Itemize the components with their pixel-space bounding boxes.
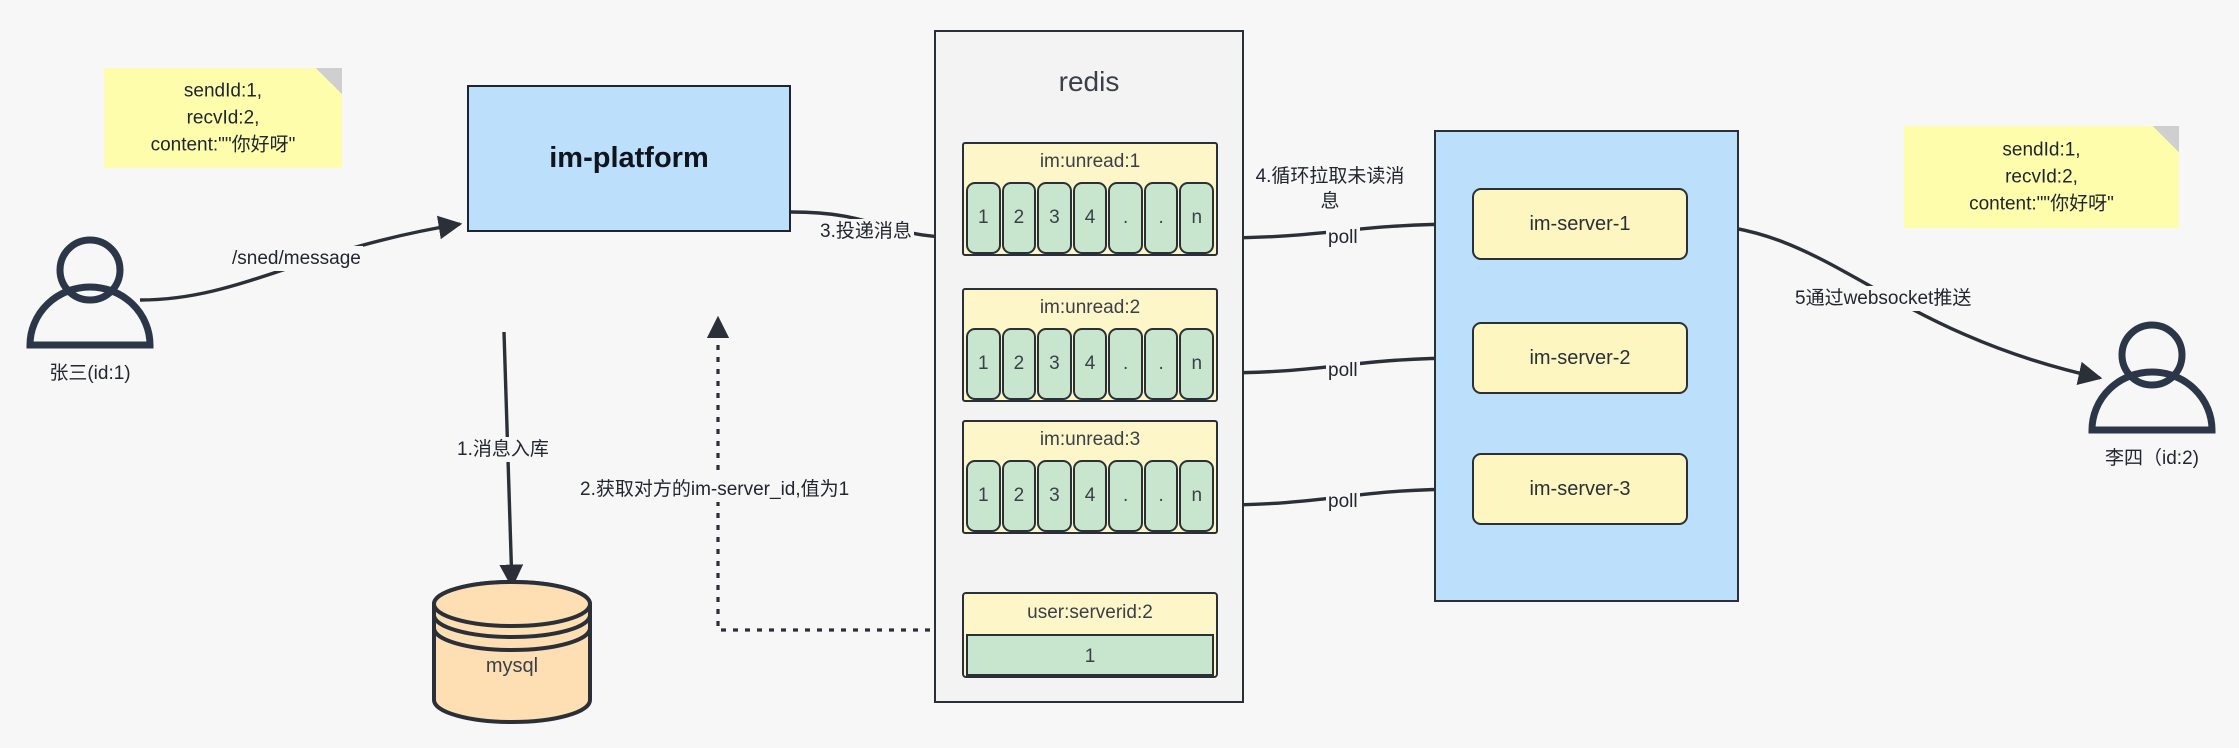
im-platform-box[interactable]: im-platform [467, 85, 791, 232]
edge-label-step3: 3.投递消息 [818, 219, 914, 244]
im-server-3-label: im-server-3 [1529, 477, 1631, 500]
list-cell: . [1143, 460, 1179, 532]
sticky-fold-icon [2153, 126, 2179, 152]
redis-list-im-unread-3[interactable]: im:unread:3 1 2 3 4 . . n [962, 420, 1218, 534]
list-cell: 4 [1072, 328, 1108, 400]
sticky-fold-icon [316, 68, 342, 94]
redis-list-key: im:unread:1 [1039, 151, 1141, 172]
redis-list-key: im:unread:2 [1039, 297, 1141, 318]
list-cell: . [1108, 460, 1143, 532]
user-head-icon [56, 236, 124, 304]
list-cell: 1 [966, 182, 1001, 254]
list-cell: n [1179, 328, 1215, 400]
redis-kv-value: 1 [966, 634, 1214, 676]
list-cell: 4 [1072, 460, 1108, 532]
edge-label-step1: 1.消息入库 [455, 437, 551, 462]
sticky-note-left: sendId:1, recvId:2, content:""你好呀" [104, 68, 342, 168]
redis-list-im-unread-1[interactable]: im:unread:1 1 2 3 4 . . n [962, 142, 1218, 256]
list-cell: 3 [1037, 460, 1072, 532]
list-cell: n [1179, 460, 1215, 532]
im-platform-label: im-platform [549, 142, 709, 174]
sticky-note-left-text: sendId:1, recvId:2, content:""你好呀" [150, 80, 296, 156]
redis-list-key: im:unread:3 [1039, 429, 1141, 450]
redis-kv-user-serverid[interactable]: user:serverid:2 1 [962, 592, 1218, 678]
list-cell: . [1143, 182, 1179, 254]
sender-label: 张三(id:1) [49, 363, 131, 384]
redis-title: redis [1058, 66, 1120, 97]
edge-label-poll-1: poll [1326, 225, 1360, 250]
edge-label-step5: 5通过websocket推送 [1793, 286, 1974, 311]
list-cell: . [1108, 328, 1143, 400]
mysql-label: mysql [485, 655, 539, 677]
im-server-2-box[interactable]: im-server-2 [1472, 322, 1688, 394]
redis-list-im-unread-2[interactable]: im:unread:2 1 2 3 4 . . n [962, 288, 1218, 402]
list-cell: 2 [1001, 328, 1037, 400]
im-server-3-box[interactable]: im-server-3 [1472, 453, 1688, 525]
im-server-1-label: im-server-1 [1529, 212, 1631, 235]
edge-label-step4: 4.循环拉取未读消息 [1253, 164, 1407, 214]
list-cell: . [1143, 328, 1179, 400]
edge-label-poll-3: poll [1326, 489, 1360, 514]
list-cell: 3 [1037, 328, 1072, 400]
list-cell: 2 [1001, 460, 1037, 532]
receiver-label: 李四（id:2) [2105, 448, 2199, 469]
edge-label-step2: 2.获取对方的im-server_id,值为1 [578, 477, 852, 502]
edge-label-poll-2: poll [1326, 358, 1360, 383]
sticky-note-right-text: sendId:1, recvId:2, content:""你好呀" [1969, 139, 2114, 215]
redis-kv-key: user:serverid:2 [1027, 602, 1153, 623]
edge-label-send-message: /sned/message [230, 246, 363, 271]
list-cell: 1 [966, 460, 1001, 532]
list-cell: 4 [1072, 182, 1108, 254]
sticky-note-right: sendId:1, recvId:2, content:""你好呀" [1904, 126, 2179, 228]
user-body-icon [26, 283, 154, 349]
list-cell: 2 [1001, 182, 1037, 254]
list-cell: . [1108, 182, 1143, 254]
edge-get-server-id [706, 315, 966, 632]
list-cell: 1 [966, 328, 1001, 400]
im-server-1-box[interactable]: im-server-1 [1472, 188, 1688, 260]
im-server-2-label: im-server-2 [1529, 346, 1631, 369]
list-cell: 3 [1037, 182, 1072, 254]
list-cell: n [1179, 182, 1215, 254]
